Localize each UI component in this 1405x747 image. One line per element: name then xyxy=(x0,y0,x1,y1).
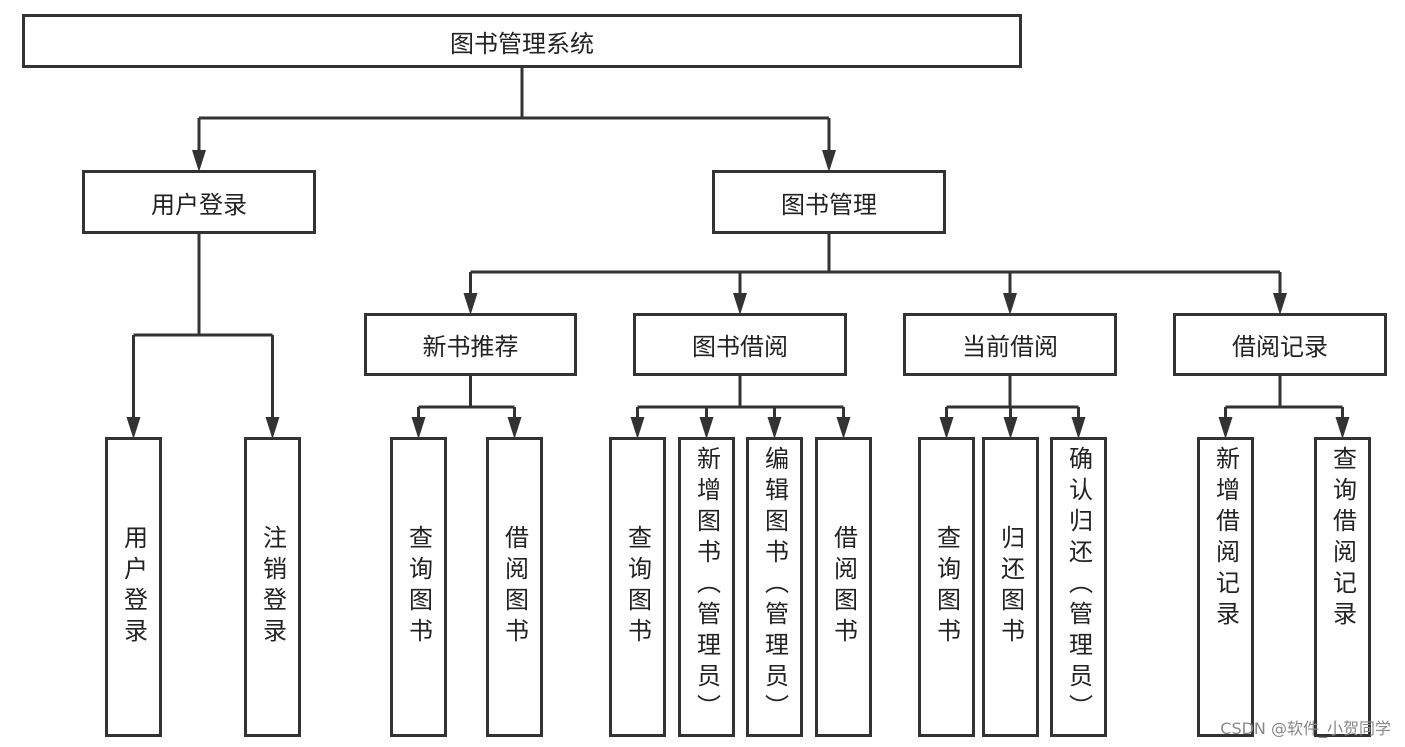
arrowhead-icon xyxy=(1335,417,1350,439)
node-n2: 借阅图书 xyxy=(486,437,543,737)
arrowhead-icon xyxy=(463,293,478,315)
node-books: 图书管理 xyxy=(712,170,946,234)
node-current: 当前借阅 xyxy=(903,313,1117,376)
node-root: 图书管理系统 xyxy=(22,14,1022,68)
arrowhead-icon xyxy=(1003,293,1017,315)
arrowhead-icon xyxy=(699,417,714,439)
arrowhead-icon xyxy=(939,417,954,439)
arrowhead-icon xyxy=(265,417,280,439)
node-n1: 查询图书 xyxy=(390,437,447,737)
node-login: 用户登录 xyxy=(82,170,316,234)
arrowhead-icon xyxy=(1071,417,1086,439)
node-label: 查询图书 xyxy=(932,525,961,649)
node-label: 借阅图书 xyxy=(500,525,529,649)
arrowhead-icon xyxy=(822,150,836,172)
node-label: 新增图书（管理员） xyxy=(692,446,721,725)
arrowhead-icon xyxy=(630,417,645,439)
node-label: 查询借阅记录 xyxy=(1328,446,1357,632)
node-label: 确认归还（管理员） xyxy=(1064,446,1093,725)
arrowhead-icon xyxy=(1273,293,1287,315)
node-b4: 借阅图书 xyxy=(815,437,872,737)
node-label: 当前借阅 xyxy=(962,333,1058,361)
node-c2: 归还图书 xyxy=(982,437,1039,737)
node-label: 查询图书 xyxy=(623,525,652,649)
node-l2: 注销登录 xyxy=(244,437,301,737)
arrowhead-icon xyxy=(1003,417,1018,439)
arrowhead-icon xyxy=(836,417,851,439)
node-label: 图书管理 xyxy=(781,190,877,219)
node-label: 用户登录 xyxy=(151,190,247,219)
node-newrec: 新书推荐 xyxy=(364,313,577,376)
arrowhead-icon xyxy=(1218,417,1233,439)
node-label: 编辑图书（管理员） xyxy=(760,446,789,725)
arrowhead-icon xyxy=(126,417,141,439)
watermark: CSDN @软件_小贺同学 xyxy=(1220,719,1391,738)
node-label: 注销登录 xyxy=(258,525,287,649)
node-b3: 编辑图书（管理员） xyxy=(746,437,803,737)
node-label: 借阅记录 xyxy=(1232,333,1328,361)
node-label: 用户登录 xyxy=(119,525,148,649)
node-c1: 查询图书 xyxy=(918,437,975,737)
node-r1: 新增借阅记录 xyxy=(1197,437,1254,737)
node-label: 借阅图书 xyxy=(829,525,858,649)
node-b2: 新增图书（管理员） xyxy=(678,437,735,737)
arrowhead-icon xyxy=(733,293,747,315)
node-label: 图书借阅 xyxy=(692,333,788,361)
arrowhead-icon xyxy=(507,417,522,439)
arrowhead-icon xyxy=(767,417,782,439)
node-b1: 查询图书 xyxy=(609,437,666,737)
node-records: 借阅记录 xyxy=(1173,313,1387,376)
node-borrow: 图书借阅 xyxy=(633,313,847,376)
arrowhead-icon xyxy=(411,417,426,439)
node-l1: 用户登录 xyxy=(105,437,162,737)
node-r2: 查询借阅记录 xyxy=(1314,437,1371,737)
node-label: 图书管理系统 xyxy=(450,29,594,58)
node-label: 归还图书 xyxy=(996,525,1025,649)
node-c3: 确认归还（管理员） xyxy=(1050,437,1107,737)
node-label: 新增借阅记录 xyxy=(1211,446,1240,632)
arrowhead-icon xyxy=(192,150,206,172)
node-label: 查询图书 xyxy=(404,525,433,649)
node-label: 新书推荐 xyxy=(422,333,519,361)
